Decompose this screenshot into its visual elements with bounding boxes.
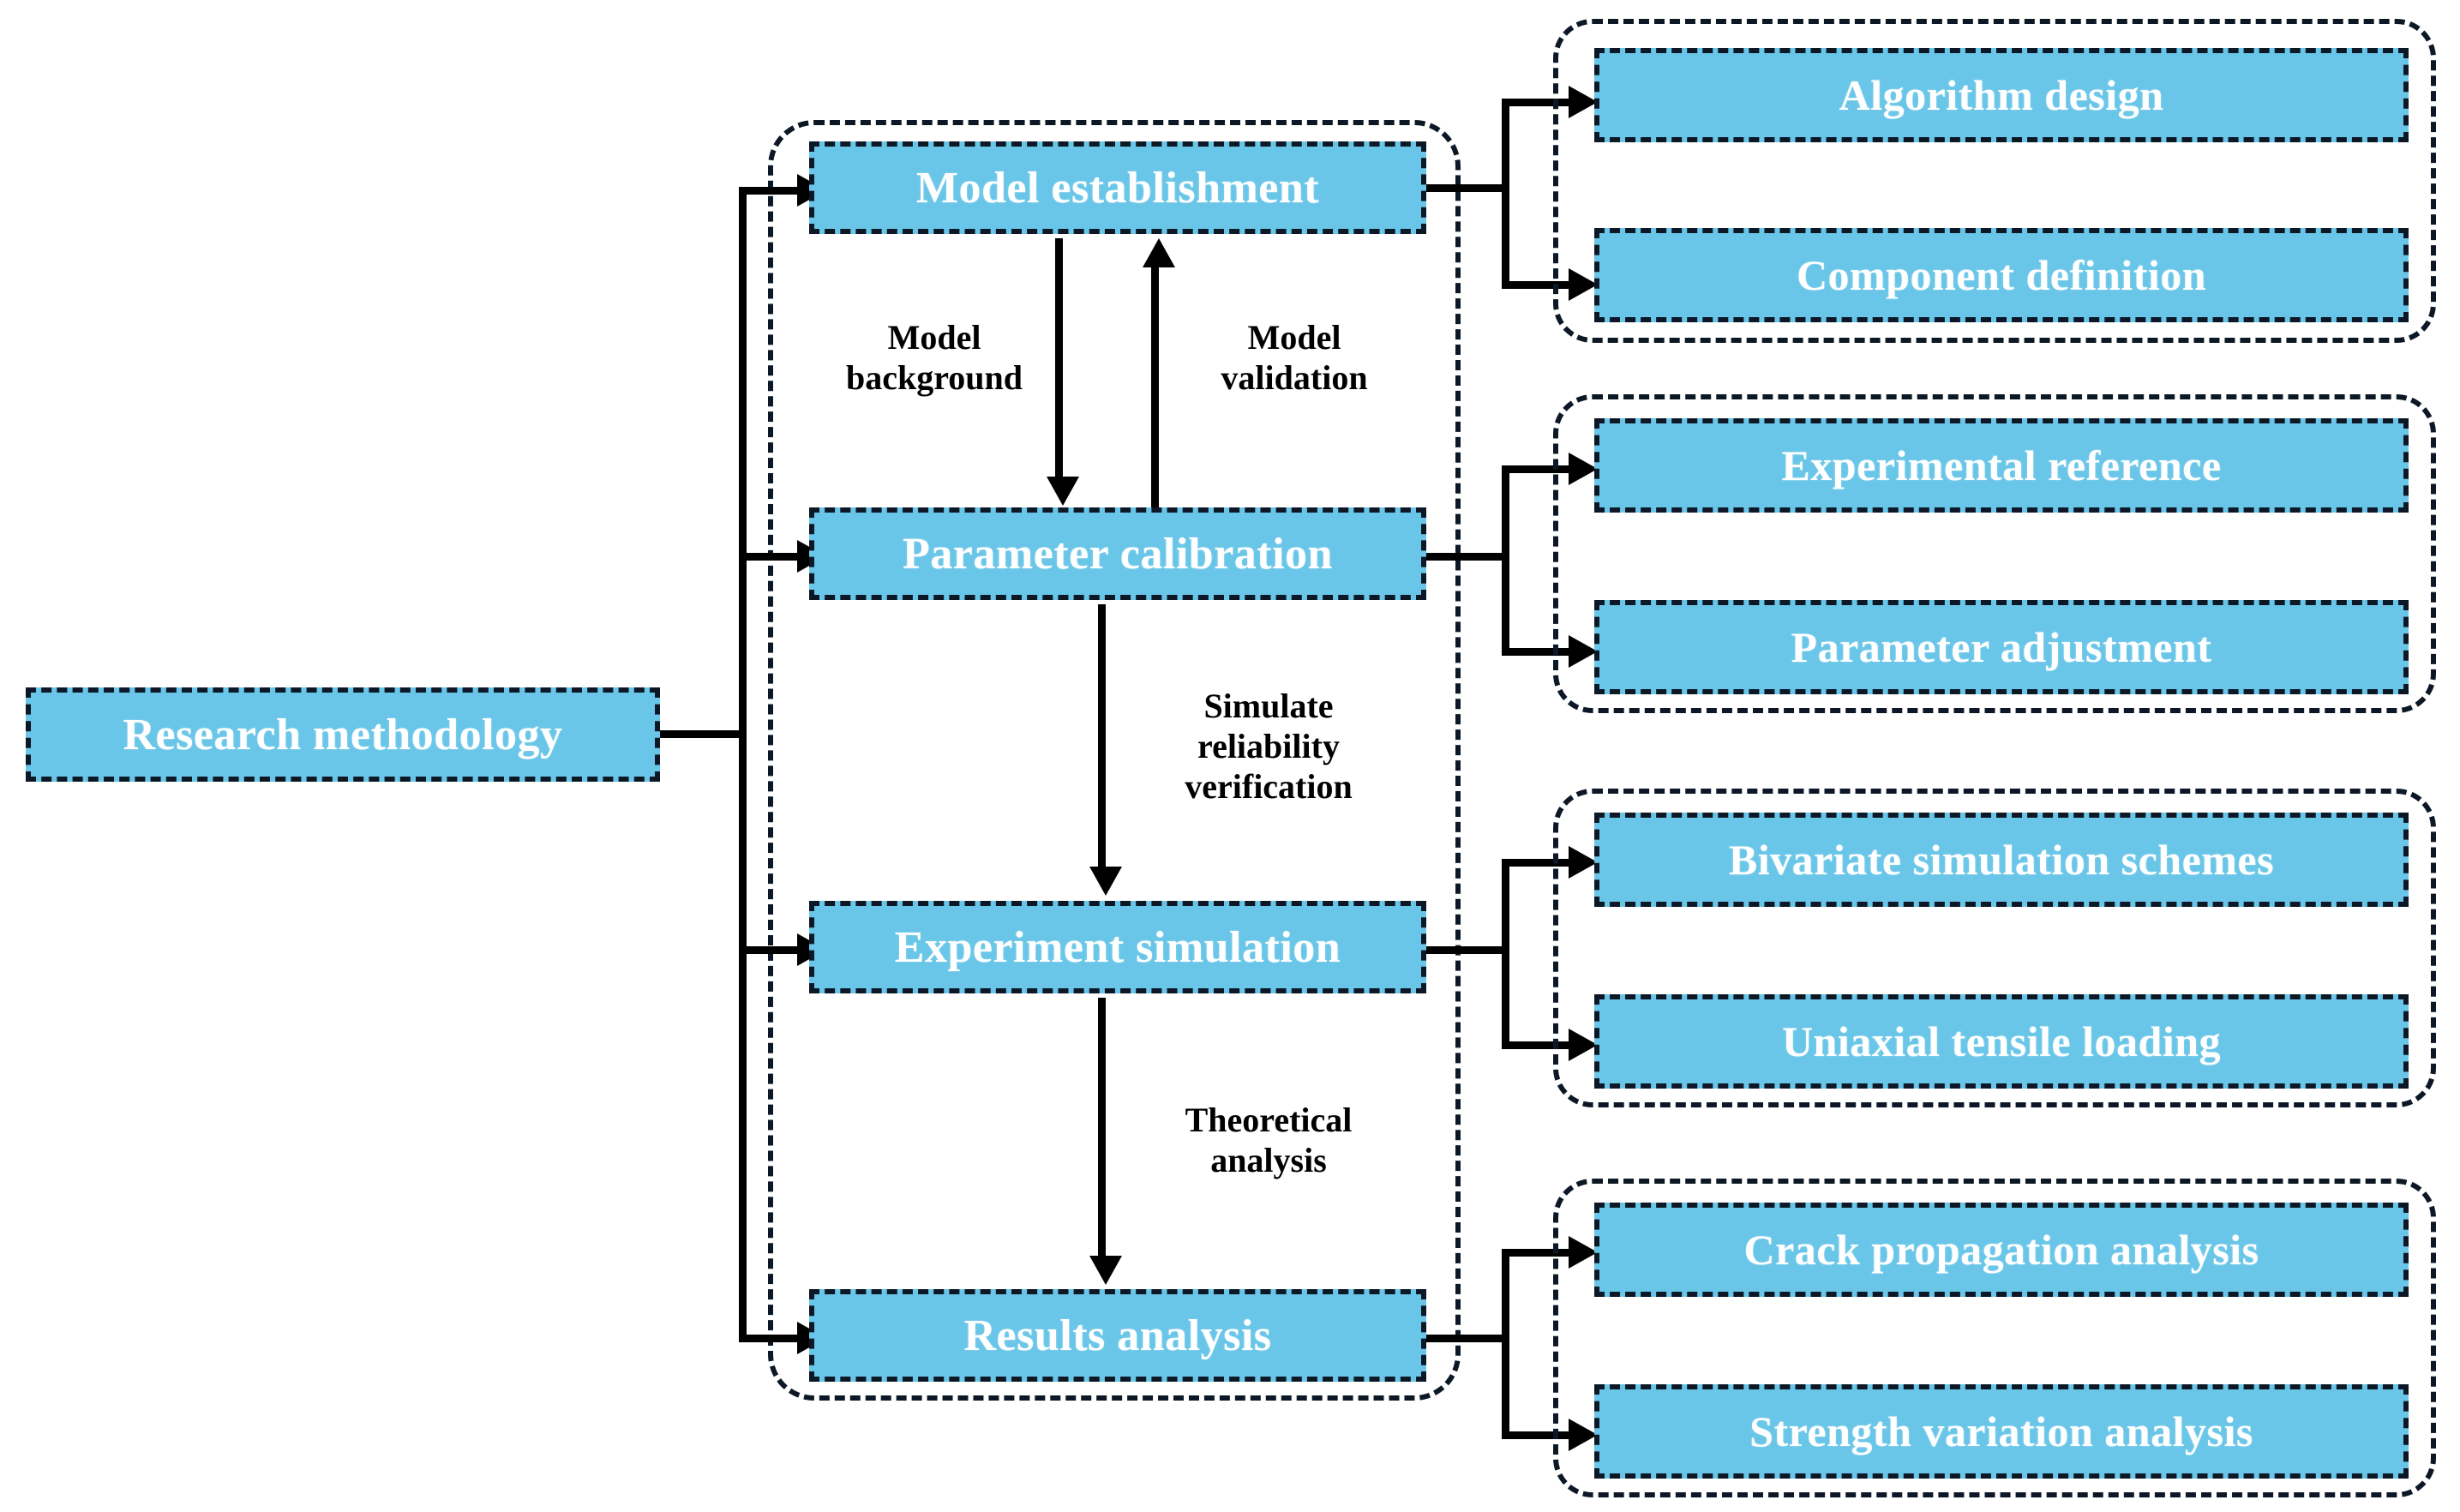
arrowhead-bivariate-simulation-schemes (1569, 846, 1598, 879)
node-uniaxial-tensile-loading[interactable]: Uniaxial tensile loading (1594, 994, 2409, 1089)
detail-group-parameter-calibration (1553, 394, 2436, 713)
node-label: Bivariate simulation schemes (1728, 836, 2275, 884)
connector-to-model-establishment (739, 187, 821, 195)
detail-group-results-analysis (1553, 1179, 2436, 1497)
connector-fork-lower-2 (1502, 648, 1587, 656)
detail-group-model-establishment (1553, 19, 2436, 343)
arrowhead-strength-variation-analysis (1569, 1419, 1598, 1451)
node-label: Model establishment (915, 163, 1320, 213)
connector-fork-stem-1 (1426, 184, 1509, 192)
connector-fork-stem-3 (1426, 946, 1509, 954)
arrowhead-parameter-adjustment (1569, 635, 1598, 668)
arrowhead-simulate-reliability (1089, 867, 1122, 896)
node-bivariate-simulation-schemes[interactable]: Bivariate simulation schemes (1594, 813, 2409, 907)
edge-model-validation-line (1151, 266, 1159, 507)
node-parameter-adjustment[interactable]: Parameter adjustment (1594, 600, 2409, 694)
node-label: Parameter calibration (903, 529, 1333, 579)
connector-fork-vertical-4 (1502, 1249, 1509, 1439)
connector-fork-lower-3 (1502, 1041, 1587, 1049)
edge-model-background-line (1055, 238, 1063, 480)
node-label: Uniaxial tensile loading (1781, 1017, 2222, 1065)
node-label: Crack propagation analysis (1743, 1226, 2259, 1274)
arrowhead-crack-propagation-analysis (1569, 1236, 1598, 1269)
connector-fork-lower-1 (1502, 281, 1587, 289)
arrowhead-model-background (1047, 477, 1079, 506)
connector-fork-upper-2 (1502, 465, 1587, 473)
connector-trunk-vertical (739, 187, 747, 1339)
connector-to-experiment-simulation (739, 946, 821, 954)
connector-fork-stem-2 (1426, 553, 1509, 561)
node-label: Algorithm design (1839, 71, 2164, 119)
connector-to-results-analysis (739, 1335, 821, 1342)
node-results-analysis[interactable]: Results analysis (809, 1289, 1426, 1382)
edge-label-model-background: Model background (845, 318, 1023, 398)
node-research-methodology[interactable]: Research methodology (26, 687, 660, 782)
edge-theoretical-analysis-line (1098, 998, 1106, 1259)
edge-simulate-reliability-line (1098, 604, 1106, 870)
node-component-definition[interactable]: Component definition (1594, 228, 2409, 322)
connector-fork-upper-4 (1502, 1249, 1587, 1257)
connector-fork-upper-1 (1502, 99, 1587, 106)
center-stage-container (768, 120, 1461, 1401)
node-label: Parameter adjustment (1791, 623, 2212, 671)
node-experiment-simulation[interactable]: Experiment simulation (809, 901, 1426, 993)
edge-label-model-validation: Model validation (1221, 318, 1368, 398)
node-label: Results analysis (963, 1311, 1272, 1360)
detail-group-experiment-simulation (1553, 789, 2436, 1107)
node-label: Experimental reference (1781, 441, 2222, 489)
connector-fork-vertical-2 (1502, 465, 1509, 656)
node-label: Component definition (1796, 251, 2207, 299)
connector-root-stem (660, 730, 746, 738)
node-model-establishment[interactable]: Model establishment (809, 141, 1426, 234)
arrowhead-uniaxial-tensile-loading (1569, 1029, 1598, 1061)
node-strength-variation-analysis[interactable]: Strength variation analysis (1594, 1384, 2409, 1479)
connector-fork-lower-4 (1502, 1431, 1587, 1439)
node-experimental-reference[interactable]: Experimental reference (1594, 418, 2409, 513)
arrowhead-theoretical-analysis (1089, 1256, 1122, 1285)
connector-fork-vertical-3 (1502, 859, 1509, 1049)
connector-fork-upper-3 (1502, 859, 1587, 867)
node-label: Strength variation analysis (1749, 1407, 2253, 1455)
connector-fork-stem-4 (1426, 1335, 1509, 1342)
node-label: Research methodology (123, 710, 563, 759)
edge-label-simulate-reliability: Simulate reliability verification (1185, 687, 1353, 807)
node-crack-propagation-analysis[interactable]: Crack propagation analysis (1594, 1203, 2409, 1297)
arrowhead-model-validation (1143, 238, 1175, 267)
node-algorithm-design[interactable]: Algorithm design (1594, 48, 2409, 142)
node-label: Experiment simulation (894, 922, 1341, 972)
arrowhead-component-definition (1569, 268, 1598, 301)
connector-fork-vertical-1 (1502, 99, 1509, 289)
edge-label-theoretical-analysis: Theoretical analysis (1185, 1101, 1353, 1180)
arrowhead-algorithm-design (1569, 86, 1598, 118)
node-parameter-calibration[interactable]: Parameter calibration (809, 507, 1426, 600)
connector-to-parameter-calibration (739, 553, 821, 561)
arrowhead-experimental-reference (1569, 453, 1598, 485)
